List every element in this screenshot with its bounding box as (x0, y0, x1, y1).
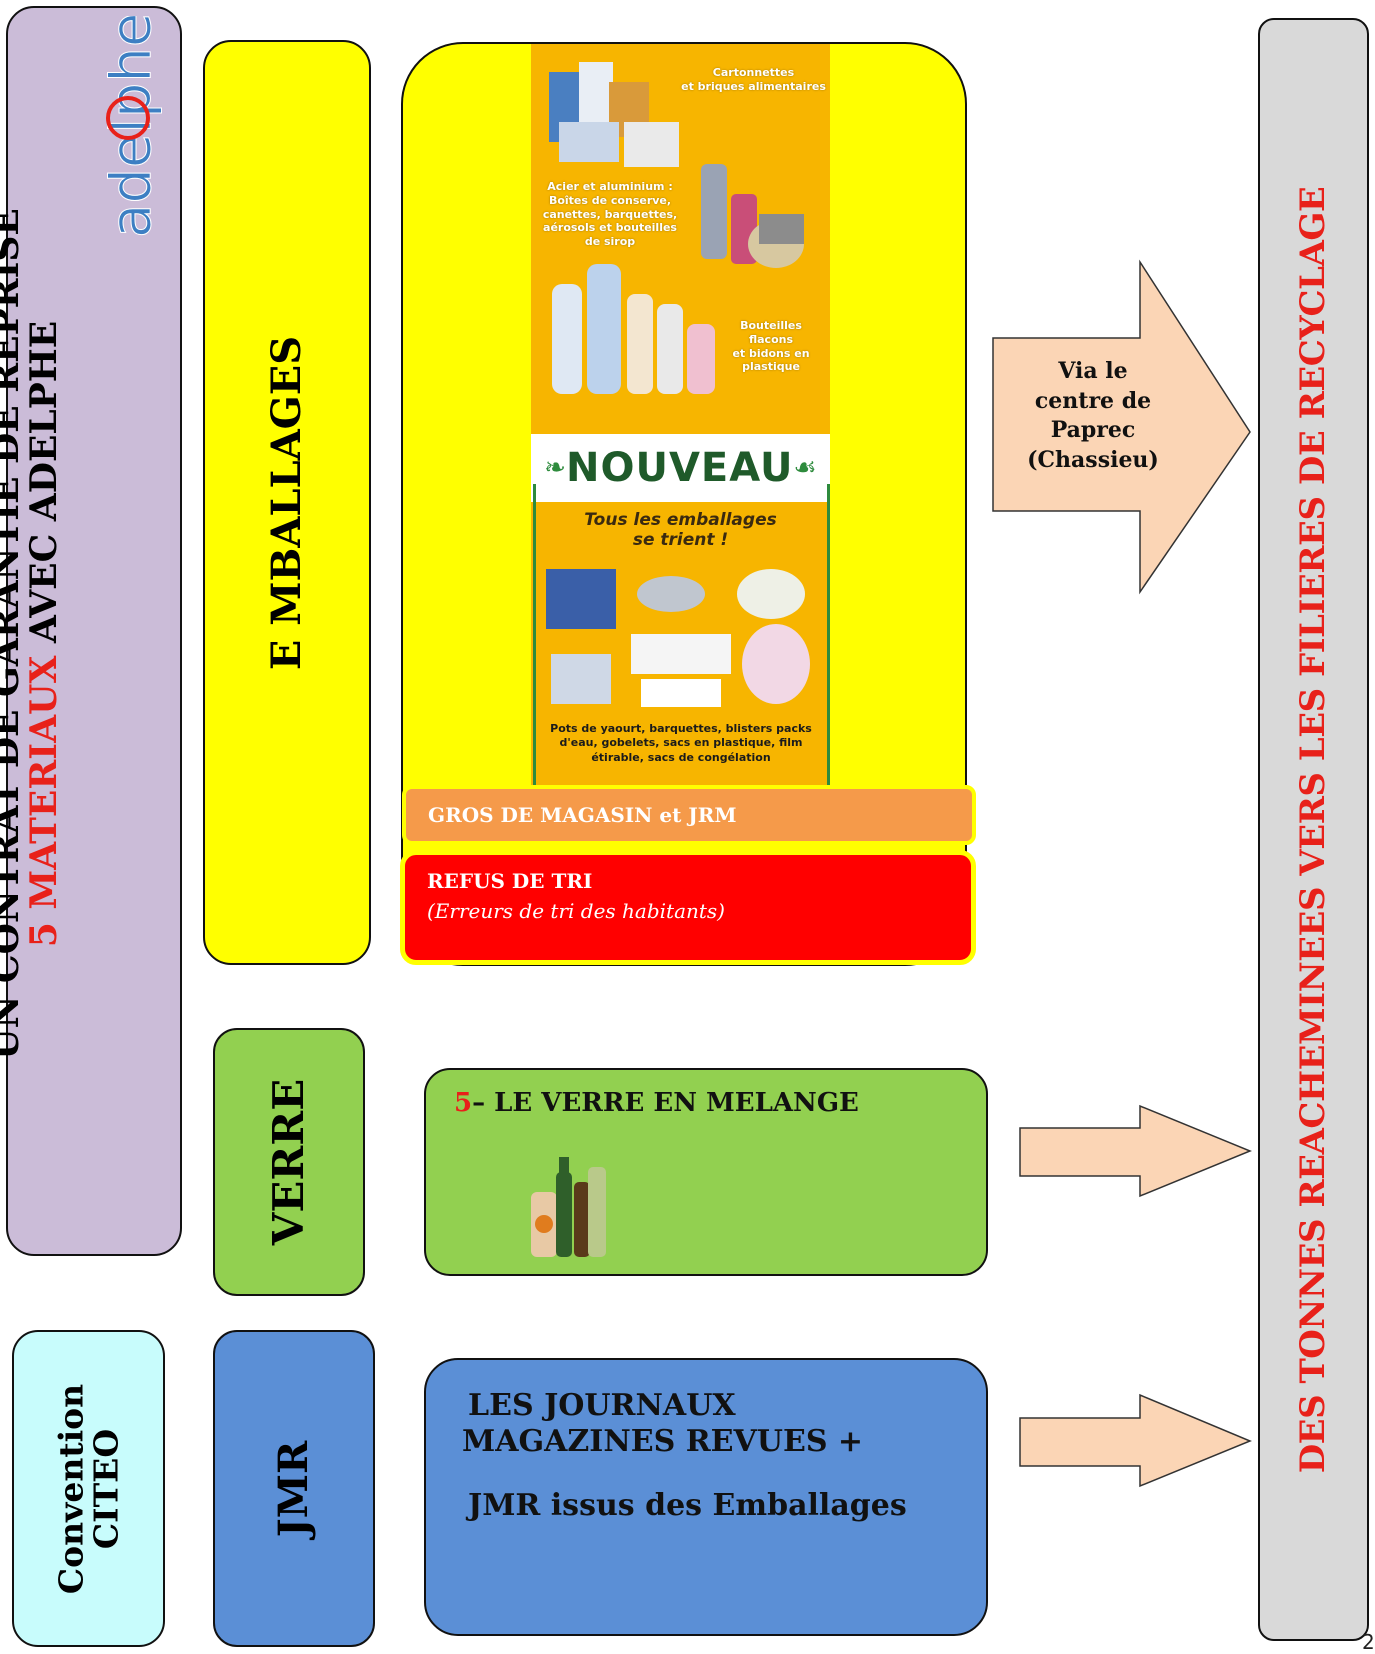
arrow-label: Via le centre de Paprec (Chassieu) (1003, 357, 1183, 476)
arrow-line3: Paprec (1050, 417, 1136, 444)
tri-poster: Cartonnettes et briques alimentaires Aci… (531, 44, 830, 790)
arrow-jmr-icon (1019, 1393, 1252, 1488)
category-verre: VERRE (213, 1028, 365, 1296)
jmr-text: LES JOURNAUX MAGAZINES REVUES + JMR issu… (462, 1388, 907, 1524)
gros-magasin-box: GROS DE MAGASIN et JRM (402, 785, 976, 845)
category-emballages: E MBALLAGES (203, 40, 371, 965)
poster-item-acier-text: Acier et aluminium : Boîtes de conserve,… (542, 180, 678, 248)
verre-box: 5– LE VERRE EN MELANGE (424, 1068, 988, 1276)
citeo-convention-panel: Convention CITEO (12, 1330, 165, 1647)
recycling-part1: DES TONNES REACHEMINEES VERS LES (1292, 676, 1333, 1473)
logo-text: adelphe (99, 16, 164, 238)
category-jmr: JMR (213, 1330, 375, 1647)
jmr-line2: MAGAZINES REVUES + (462, 1424, 864, 1459)
leaf-right-icon: ☙ (793, 453, 817, 483)
arrow-verre-icon (1019, 1104, 1252, 1198)
poster-item-acier: Acier et aluminium : Boîtes de conserve,… (535, 180, 685, 249)
poster-item-cartons: Cartonnettes et briques alimentaires (681, 66, 826, 94)
leaf-left-icon: ❧ (544, 453, 567, 483)
poster-item-bouteilles-text: Bouteilles flacons et bidons en plastiqu… (732, 319, 810, 374)
jmr-line1: LES JOURNAUX (468, 1388, 736, 1423)
refus-title: REFUS DE TRI (427, 869, 593, 893)
verre-title: 5– LE VERRE EN MELANGE (454, 1088, 859, 1118)
cartons-illustration (549, 62, 679, 167)
jmr-box: LES JOURNAUX MAGAZINES REVUES + JMR issu… (424, 1358, 988, 1636)
pots-text: Pots de yaourt, barquettes, blisters pac… (550, 722, 812, 764)
cans-illustration (701, 164, 804, 268)
refus-sub: (Erreurs de tri des habitants) (427, 899, 725, 923)
verre-title-text: – LE VERRE EN MELANGE (472, 1088, 859, 1118)
recycling-panel: DES TONNES REACHEMINEES VERS LES FILIERE… (1258, 18, 1369, 1641)
plastic-packaging-illustration (546, 569, 810, 707)
poster-item-cartons-text: Cartonnettes et briques alimentaires (681, 66, 826, 93)
tous-emballages-bound: Tous les emballages se trient ! (584, 510, 777, 550)
arrow-big-icon (992, 259, 1251, 595)
verre-number: 5 (454, 1088, 473, 1118)
nouveau-banner: ❧ NOUVEAU ☙ (531, 434, 830, 502)
arrow-line1: Via le (1058, 358, 1128, 384)
adelphe-logo: adelphe (99, 16, 165, 239)
page-number: 2 (1362, 1630, 1375, 1654)
recycling-text: DES TONNES REACHEMINEES VERS LES FILIERE… (1292, 186, 1333, 1473)
arrow-line4: (Chassieu) (1027, 447, 1159, 474)
bottles-illustration (552, 264, 715, 394)
refus-tri-box: REFUS DE TRI (Erreurs de tri des habitan… (400, 850, 976, 965)
jmr-line3: JMR issus des Emballages (468, 1488, 907, 1523)
adelphe-contract-panel: UN CONTRAT DE GARANTIE DE REPRISE 5 MATE… (0, 6, 182, 1256)
glass-bottles-illustration (531, 1157, 606, 1257)
arrow-line2: centre de (1034, 387, 1152, 414)
poster-item-bouteilles: Bouteilles flacons et bidons en plastiqu… (716, 319, 826, 374)
tous-emballages-text: Tous les emballages se trient ! (531, 510, 830, 550)
nouveau-text: NOUVEAU (566, 445, 794, 491)
gros-magasin-text: GROS DE MAGASIN et JRM (428, 803, 737, 827)
recycling-part2: FILIERES DE RECYCLAGE (1292, 186, 1333, 677)
